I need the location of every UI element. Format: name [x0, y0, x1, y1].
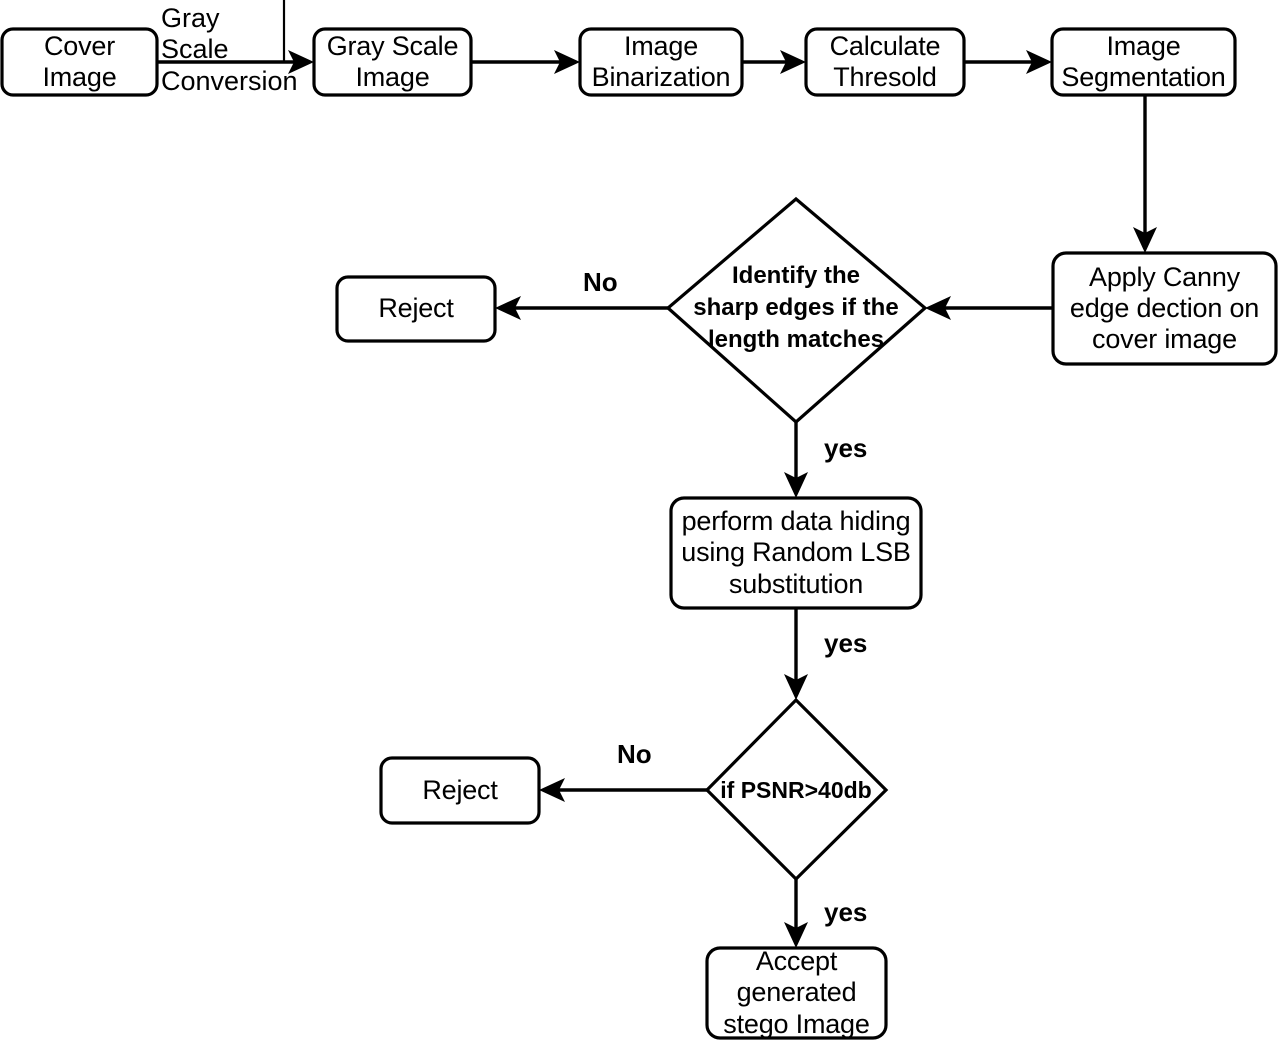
- arrowhead-identify-to-hiding: [784, 472, 808, 498]
- arrowhead-canny-to-identify: [925, 296, 951, 320]
- arrowhead-gray-to-binarization: [554, 50, 580, 74]
- arrowhead-psnr-to-reject: [539, 778, 565, 802]
- arrowhead-cover-to-gray: [288, 50, 314, 74]
- arrowhead-binarization-to-thresold: [780, 50, 806, 74]
- node-perform-data-hiding[interactable]: [669, 496, 923, 610]
- node-image-segmentation[interactable]: [1050, 27, 1237, 97]
- node-reject-edges[interactable]: [335, 275, 497, 343]
- node-psnr-check[interactable]: [704, 697, 889, 882]
- node-calculate-thresold[interactable]: [804, 27, 966, 97]
- arrowhead-psnr-to-accept: [784, 922, 808, 948]
- node-reject-psnr[interactable]: [379, 756, 541, 825]
- arrowhead-identify-to-reject: [495, 296, 521, 320]
- node-identify-sharp-edges[interactable]: [665, 196, 928, 425]
- arrowhead-hiding-to-psnr: [784, 674, 808, 700]
- arrowhead-segmentation-to-canny: [1133, 227, 1157, 253]
- node-image-binarization[interactable]: [578, 27, 744, 97]
- node-gray-scale-image[interactable]: [312, 27, 473, 97]
- node-apply-canny[interactable]: [1051, 251, 1278, 366]
- node-accept-stego[interactable]: [705, 946, 888, 1040]
- arrowhead-thresold-to-segmentation: [1026, 50, 1052, 74]
- node-cover-image[interactable]: [0, 27, 159, 97]
